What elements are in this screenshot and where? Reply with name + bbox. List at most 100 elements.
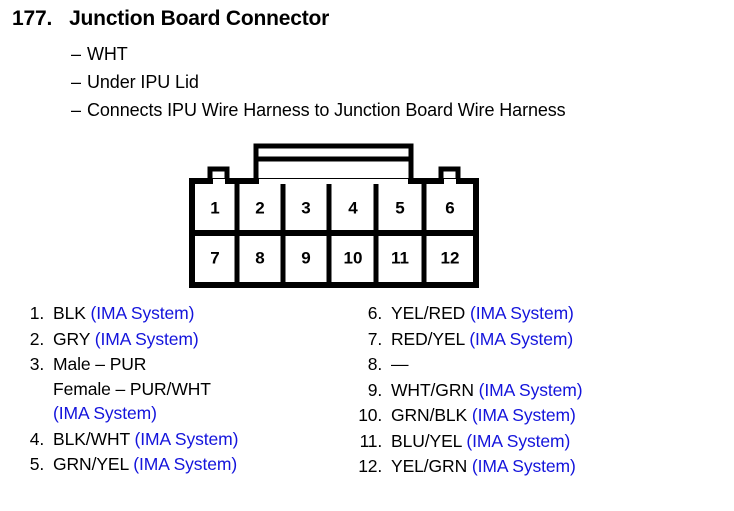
wire-color-code: BLK (53, 303, 86, 323)
bullet-dash-icon: – (71, 100, 81, 120)
pin-number-6: 6 (445, 198, 454, 217)
pin-entry-line: RED/YEL (IMA System) (391, 328, 734, 349)
pin-entry-line: BLK (IMA System) (53, 303, 354, 323)
pin-entry: 5. GRN/YEL (IMA System) (14, 454, 354, 474)
pin-entry: 4. BLK/WHT (IMA System) (14, 428, 354, 449)
pin-entry-line: GRY (IMA System) (53, 328, 354, 349)
pin-entry: 8. — (352, 354, 734, 374)
pin-entry: 7.RED/YEL (IMA System) (352, 328, 734, 349)
pin-entry-index: 11. (359, 430, 383, 451)
system-tag: (IMA System) (466, 430, 571, 451)
header-bullet-0: –WHT (71, 44, 128, 65)
pin-number-3: 3 (301, 198, 310, 217)
pin-entry-line: GRN/YEL (IMA System) (53, 454, 354, 474)
pin-entry: 10.GRN/BLK (IMA System) (352, 405, 734, 425)
pin-entry-line: Male – PUR (53, 354, 354, 374)
wire-color-code: WHT/GRN (391, 379, 474, 400)
pin-entry-line: GRN/BLK (IMA System) (391, 405, 734, 425)
pin-entry-index: 6. (367, 303, 382, 323)
pin-entry: 11. BLU/YEL (IMA System) (352, 430, 734, 451)
pin-entry-line: YEL/GRN (IMA System) (391, 456, 734, 476)
pin-entry-index: 5. (29, 454, 44, 474)
header-bullet-2-text: Connects IPU Wire Harness to Junction Bo… (87, 100, 566, 120)
pin-number-11: 11 (391, 248, 409, 267)
pin-numbers-top-row: 1 2 3 4 5 6 (210, 198, 454, 217)
pin-number-12: 12 (441, 248, 460, 267)
pin-entry-body: BLU/YEL (IMA System) (391, 430, 734, 451)
pin-entry: 2. GRY (IMA System) (14, 328, 354, 349)
header-bullet-2: –Connects IPU Wire Harness to Junction B… (71, 100, 566, 121)
pin-entry-line: Female – PUR/WHT (53, 378, 354, 399)
wire-color-code: YEL/RED (391, 303, 466, 323)
wire-color-code: GRY (53, 328, 90, 349)
page-title: 177. Junction Board Connector (12, 7, 329, 31)
connector-pinout-diagram: 1 2 3 4 5 6 7 8 9 10 11 12 (189, 143, 479, 288)
header-bullet-1: –Under IPU Lid (71, 72, 199, 93)
pin-entry-body: BLK (IMA System) (53, 303, 354, 323)
pin-entry-index: 3. (29, 354, 44, 374)
system-tag: (IMA System) (53, 403, 157, 423)
system-tag: (IMA System) (469, 328, 574, 349)
pin-entry: 1. BLK (IMA System) (14, 303, 354, 323)
pin-numbers-bottom-row: 7 8 9 10 11 12 (210, 248, 459, 267)
wire-color-code: BLU/YEL (391, 430, 462, 451)
wire-color-code: BLK/WHT (53, 428, 130, 449)
system-tag: (IMA System) (94, 328, 199, 349)
system-tag: (IMA System) (478, 379, 583, 400)
pin-entry-index: 2. (29, 328, 44, 349)
wire-color-code: RED/YEL (391, 328, 465, 349)
pin-entry-index: 9. (367, 379, 382, 400)
pin-entry: 6. YEL/RED (IMA System) (352, 303, 734, 323)
right-notch-join (444, 179, 456, 186)
pin-entry-line: BLU/YEL (IMA System) (391, 430, 734, 451)
pin-entry-body: GRN/YEL (IMA System) (53, 454, 354, 474)
connector-shell (189, 143, 479, 288)
pin-number-9: 9 (301, 248, 310, 267)
pin-number-4: 4 (348, 198, 358, 217)
pin-number-1: 1 (210, 198, 219, 217)
system-tag: (IMA System) (134, 428, 239, 449)
pin-entry-line: (IMA System) (53, 403, 354, 423)
wire-color-code: YEL/GRN (391, 456, 468, 476)
system-tag: (IMA System) (469, 303, 574, 323)
pin-entry-index: 1. (29, 303, 44, 323)
pin-entry-body: YEL/GRN (IMA System) (391, 456, 734, 476)
pin-list-right-column: 6.YEL/RED (IMA System)7.RED/YEL (IMA Sys… (352, 303, 734, 484)
system-tag: (IMA System) (133, 454, 238, 474)
pin-list-left-column: 1. BLK (IMA System) 2. GRY (IMA System) 3. Ma… (14, 303, 354, 482)
system-tag: (IMA System) (471, 456, 576, 476)
pin-entry-body: WHT/GRN (IMA System) (391, 379, 734, 400)
wire-color-code: Female – PUR/WHT (53, 378, 211, 399)
pin-entry: 9. WHT/GRN (IMA System) (352, 379, 734, 400)
latch-block (253, 143, 414, 185)
system-tag: (IMA System) (471, 405, 576, 425)
wire-color-code: GRN/BLK (391, 405, 468, 425)
pin-number-5: 5 (395, 198, 404, 217)
pin-entry-index: 4. (29, 428, 44, 449)
pin-entry-body: Male – PUR Female – PUR/WHT (IMA System) (53, 354, 354, 423)
wire-color-code: — (391, 354, 409, 374)
pin-number-2: 2 (255, 198, 264, 217)
pin-entry-index: 12. (358, 456, 382, 476)
header-bullet-1-text: Under IPU Lid (87, 72, 199, 92)
pin-number-7: 7 (210, 248, 219, 267)
wire-color-code: Male – PUR (53, 354, 147, 374)
pin-number-10: 10 (344, 248, 363, 267)
pin-entry-body: RED/YEL (IMA System) (391, 328, 734, 349)
pin-entry-body: BLK/WHT (IMA System) (53, 428, 354, 449)
pin-entry-body: GRN/BLK (IMA System) (391, 405, 734, 425)
pin-entry-line: WHT/GRN (IMA System) (391, 379, 734, 400)
pin-number-8: 8 (255, 248, 264, 267)
header-bullet-0-text: WHT (87, 44, 128, 64)
pin-entry-index: 8. (367, 354, 382, 374)
pin-entry-body: GRY (IMA System) (53, 328, 354, 349)
wire-color-code: GRN/YEL (53, 454, 129, 474)
pin-entry-line: YEL/RED (IMA System) (391, 303, 734, 323)
connector-outline-svg: 1 2 3 4 5 6 7 8 9 10 11 12 (189, 143, 479, 288)
pin-entry-line: BLK/WHT (IMA System) (53, 428, 354, 449)
pin-entry: 12. YEL/GRN (IMA System) (352, 456, 734, 476)
left-notch-join (213, 179, 225, 186)
pin-entry-line: — (391, 354, 734, 374)
system-tag: (IMA System) (90, 303, 195, 323)
bullet-dash-icon: – (71, 44, 81, 64)
